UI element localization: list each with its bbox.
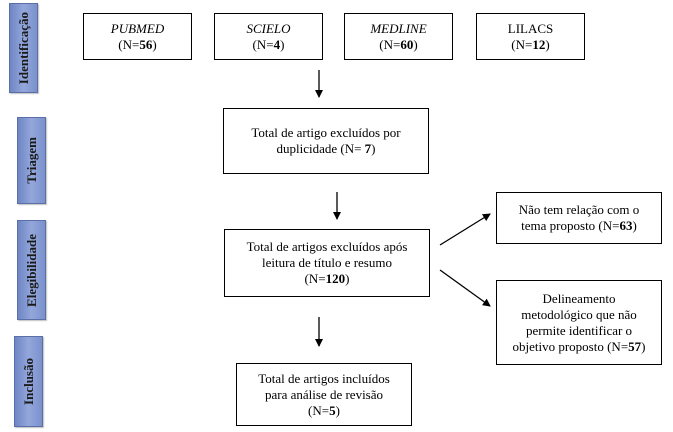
reason-unrelated-line1: Não tem relação com o — [518, 202, 640, 217]
duplicates-line1: Total de artigo excluídos por — [251, 125, 401, 140]
source-name: SCIELO — [246, 20, 291, 36]
source-count: (N=56) — [118, 37, 156, 53]
excluded-count-suffix: ) — [345, 271, 350, 286]
reason-unrelated-box: Não tem relação com o tema proposto (N=6… — [496, 192, 662, 244]
source-count: (N=12) — [511, 37, 549, 53]
reason-method-text: objetivo proposto (N= — [512, 338, 629, 354]
source-box-pubmed: PUBMED (N=56) — [83, 13, 192, 60]
reason-method-line3: permite identificar o — [525, 322, 633, 338]
duplicates-count-suffix: ) — [371, 141, 376, 156]
included-line3: (N=5) — [308, 403, 340, 419]
count-value: 60 — [400, 36, 414, 52]
reason-unrelated-line2: tema proposto (N=63) — [521, 218, 637, 234]
duplicates-line2-text: duplicidade (N= — [276, 141, 365, 156]
excluded-line3: (N=120) — [305, 271, 350, 287]
count-suffix: ) — [280, 36, 285, 52]
reason-unrelated-count-suffix: ) — [632, 218, 637, 233]
stage-elegibilidade: Elegibilidade — [17, 220, 46, 320]
included-line2: para análise de revisão — [264, 386, 384, 402]
source-box-medline: MEDLINE (N=60) — [344, 13, 453, 60]
duplicates-box: Total de artigo excluídos por duplicidad… — [223, 108, 429, 174]
count-prefix: (N= — [511, 36, 533, 52]
count-value: 56 — [139, 36, 153, 52]
count-suffix: ) — [545, 36, 550, 52]
source-name: PUBMED — [110, 20, 165, 36]
arrow-excluded-to-unrelated — [439, 213, 491, 246]
excluded-line1: Total de artigos excluídos após — [246, 239, 408, 254]
source-name: MEDLINE — [370, 20, 427, 36]
count-prefix: (N= — [118, 36, 140, 52]
source-name: LILACS — [507, 20, 554, 36]
excluded-count: 120 — [325, 271, 346, 286]
reason-method-line2: metodológico que não — [521, 306, 637, 322]
included-count-suffix: ) — [335, 402, 340, 418]
reason-unrelated-count: 63 — [619, 218, 633, 233]
count-prefix: (N= — [252, 36, 274, 52]
stage-triagem: Triagem — [17, 117, 46, 204]
included-line1: Total de artigos incluídos — [258, 370, 390, 386]
excluded-count-prefix: (N= — [304, 271, 326, 286]
reason-method-line1: Delineamento — [542, 290, 616, 306]
count-prefix: (N= — [379, 36, 401, 52]
reason-method-line4: objetivo proposto (N=57) — [513, 339, 646, 355]
count-value: 12 — [532, 36, 546, 52]
reason-method-box: Delineamento metodológico que não permit… — [496, 280, 662, 365]
source-count: (N=4) — [253, 37, 285, 53]
included-box: Total de artigos incluídos para análise … — [236, 363, 412, 426]
source-box-lilacs: LILACS (N=12) — [476, 13, 585, 60]
reason-unrelated-text: tema proposto (N= — [521, 218, 620, 233]
excluded-box: Total de artigos excluídos após leitura … — [224, 229, 430, 297]
included-count: 5 — [329, 402, 336, 418]
stage-identificacao: Identificação — [9, 3, 38, 93]
count-value: 4 — [273, 36, 281, 52]
stage-inclusao: Inclusão — [14, 336, 43, 427]
duplicates-line2: duplicidade (N= 7) — [276, 141, 375, 157]
source-count: (N=60) — [379, 37, 417, 53]
reason-method-count: 57 — [628, 338, 642, 354]
included-count-prefix: (N= — [308, 402, 330, 418]
reason-method-count-suffix: ) — [641, 338, 646, 354]
excluded-line2: leitura de título e resumo — [262, 255, 392, 270]
count-suffix: ) — [152, 36, 157, 52]
count-suffix: ) — [413, 36, 418, 52]
arrow-excluded-to-method — [439, 269, 491, 307]
duplicates-count: 7 — [364, 141, 372, 156]
source-box-scielo: SCIELO (N=4) — [214, 13, 323, 60]
